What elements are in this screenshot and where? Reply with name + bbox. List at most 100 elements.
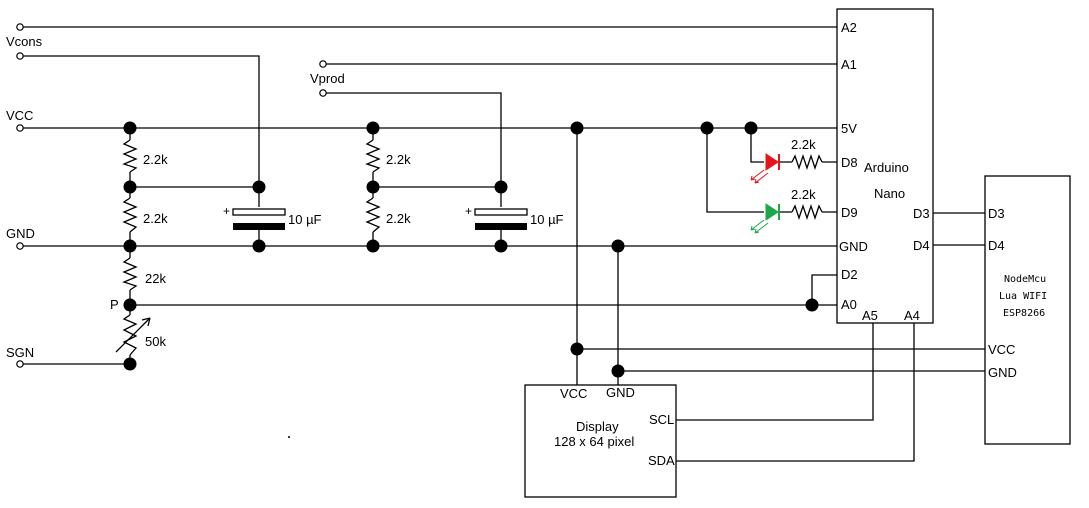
terminal-a2 (16, 23, 24, 31)
led-green-triangle (765, 203, 779, 221)
terminal-vcc (16, 124, 24, 132)
led-green-light-arrows (750, 219, 769, 234)
value-c2: 10 µF (530, 212, 564, 227)
resistor-r2 (122, 197, 138, 233)
net-label-vcons: Vcons (6, 34, 43, 49)
arduino-title-line1: Arduino (864, 160, 909, 175)
net-label-vprod: Vprod (310, 71, 345, 86)
display-title-line1: Display (576, 419, 619, 434)
resistor-r4 (365, 139, 381, 173)
resistor-led-green (791, 203, 823, 221)
led-green (750, 203, 780, 234)
capacitors (232, 208, 528, 230)
junction-dot (366, 239, 380, 253)
display-pin-sda: SDA (648, 453, 675, 468)
value-r2: 2.2k (143, 211, 168, 226)
junction-dot (611, 364, 625, 378)
arduino-pin-a0: A0 (841, 297, 857, 312)
terminal-sgn (16, 360, 24, 368)
junction-dot (744, 121, 758, 135)
arduino-pin-a2: A2 (841, 20, 857, 35)
net-label-gnd: GND (6, 226, 35, 241)
nodemcu-pin-gnd: GND (988, 365, 1017, 380)
junction-dot (123, 239, 137, 253)
arduino-pin-d3: D3 (913, 206, 930, 221)
capacitor-c1-negative-plate (233, 223, 285, 230)
junction-dot (252, 239, 266, 253)
value-r4: 2.2k (386, 152, 411, 167)
terminal-vprod (319, 89, 327, 97)
stray-dot (288, 436, 290, 438)
display-labels: VCC GND SCL SDA Display 128 x 64 pixel (554, 385, 675, 468)
nodemcu-pin-d3: D3 (988, 206, 1005, 221)
potentiometer-arrow (115, 317, 151, 353)
arduino-pin-5v: 5V (841, 121, 857, 136)
resistor-r3 (122, 257, 138, 291)
arduino-pin-d9: D9 (841, 205, 858, 220)
display-title-line2: 128 x 64 pixel (554, 434, 634, 449)
display-pin-scl: SCL (649, 412, 674, 427)
nodemcu-module (984, 175, 1071, 445)
display-pin-vcc: VCC (560, 386, 587, 401)
display-pin-gnd: GND (606, 385, 635, 400)
junction-dot (570, 342, 584, 356)
capacitor-c2-negative-plate (475, 223, 527, 230)
capacitor-c1-plus-sign: + (223, 204, 230, 218)
nodemcu-pin-d4: D4 (988, 238, 1005, 253)
value-r5: 2.2k (386, 211, 411, 226)
led-red-triangle (765, 153, 779, 171)
component-labels: 2.2k 2.2k 22k 50k 2.2k 2.2k 10 µF 10 µF … (143, 137, 816, 349)
capacitor-c1-positive-plate (232, 208, 286, 216)
arduino-pin-a5: A5 (862, 308, 878, 323)
junction-dot (700, 121, 714, 135)
value-led-resistor-red: 2.2k (791, 137, 816, 152)
led-red-light-arrows (750, 169, 769, 184)
nodemcu-title-line1: NodeMcu (1004, 274, 1046, 285)
capacitor-c2-plus-sign: + (465, 204, 472, 218)
junctions (123, 121, 819, 378)
net-terminals (16, 23, 327, 368)
arduino-pin-d8: D8 (841, 155, 858, 170)
arduino-pin-gnd: GND (839, 239, 868, 254)
junction-dot (252, 180, 266, 194)
nodemcu-pin-vcc: VCC (988, 342, 1015, 357)
arduino-pin-a4: A4 (904, 308, 920, 323)
potentiometer-50k (122, 314, 138, 356)
junction-dot (366, 121, 380, 135)
net-label-p: P (110, 297, 119, 312)
junction-dot (570, 121, 584, 135)
led-red (750, 153, 780, 184)
value-c1: 10 µF (288, 212, 322, 227)
nodemcu-title-line2: Lua WIFI (999, 291, 1047, 302)
value-led-resistor-green: 2.2k (791, 187, 816, 202)
arduino-pin-d4: D4 (913, 238, 930, 253)
value-pot: 50k (145, 334, 166, 349)
junction-dot (123, 357, 137, 371)
net-label-vcc: VCC (6, 108, 33, 123)
junction-dot (123, 180, 137, 194)
resistor-r5 (365, 197, 381, 233)
nodemcu-labels: D3 D4 VCC GND NodeMcu Lua WIFI ESP8266 (988, 206, 1047, 380)
resistors (115, 139, 823, 356)
value-r3: 22k (145, 271, 166, 286)
nodemcu-title-line3: ESP8266 (1003, 308, 1045, 319)
resistor-led-red (791, 153, 823, 171)
junction-dot (123, 121, 137, 135)
display-module (524, 384, 677, 498)
net-label-sgn: SGN (6, 345, 34, 360)
arduino-nano-module (836, 8, 934, 324)
net-labels: Vcons Vprod VCC GND P SGN (6, 34, 345, 360)
junction-dot (123, 298, 137, 312)
junction-dot (366, 180, 380, 194)
junction-dot (494, 239, 508, 253)
junction-dot (611, 239, 625, 253)
terminal-a1 (319, 60, 327, 68)
capacitor-c2-positive-plate (474, 208, 528, 216)
terminal-vcons (16, 52, 24, 60)
resistor-r1 (122, 139, 138, 173)
value-r1: 2.2k (143, 152, 168, 167)
junction-dot (805, 298, 819, 312)
arduino-labels: A2 A1 5V D8 D9 GND D2 A0 D3 D4 A5 A4 Ard… (839, 20, 930, 323)
arduino-pin-d2: D2 (841, 267, 858, 282)
